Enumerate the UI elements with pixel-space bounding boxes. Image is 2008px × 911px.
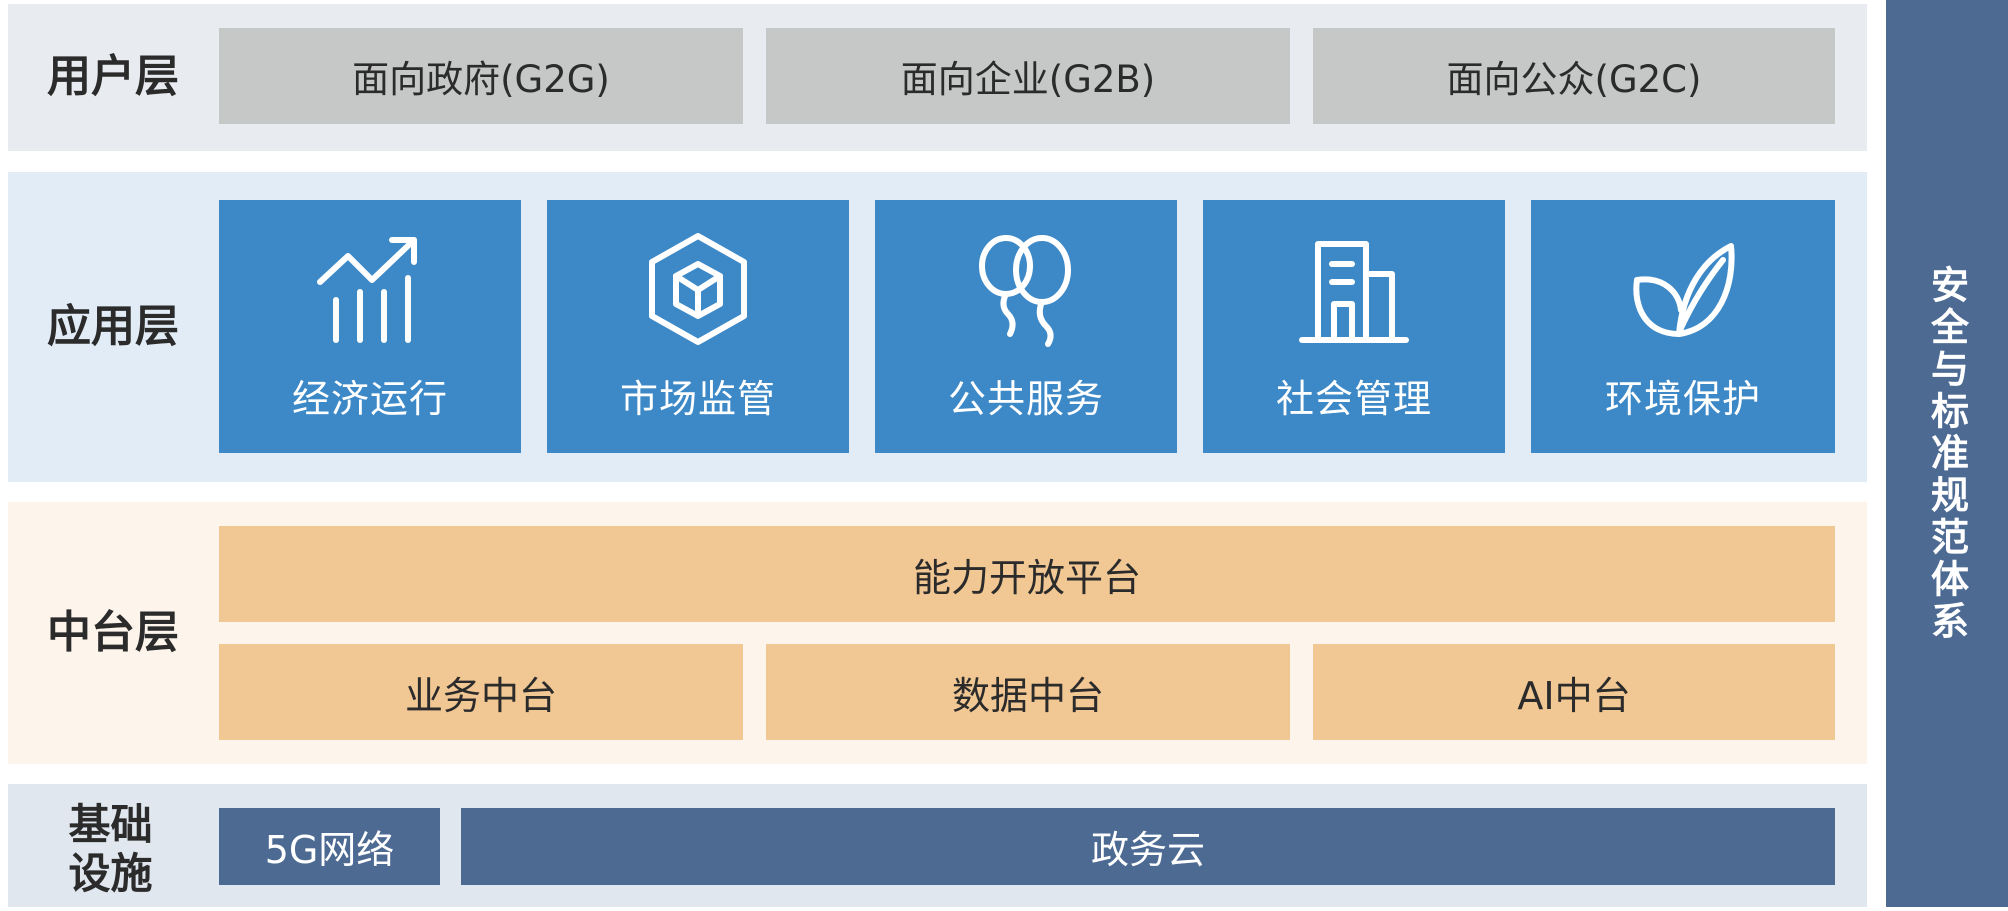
bar-chart-trend-icon (317, 237, 417, 343)
ai-middle-platform: AI中台 (1313, 644, 1835, 740)
government-cloud-box: 政务云 (461, 808, 1835, 885)
tile-public-service: 公共服务 (875, 200, 1177, 453)
leaf-icon (1633, 243, 1735, 337)
middle-layer-band: 中台层 能力开放平台 业务中台 数据中台 AI中台 (8, 502, 1867, 764)
user-layer-label: 用户层 (47, 51, 179, 103)
tile-label-economic: 经济运行 (291, 377, 448, 421)
security-standards-label: 安全与标准规范体系 (1924, 264, 1969, 643)
tile-label-public: 公共服务 (947, 377, 1104, 421)
g2c-box: 面向公众(G2C) (1313, 28, 1835, 124)
hexagon-cube-icon (649, 233, 747, 345)
tile-environmental-protection: 环境保护 (1531, 200, 1835, 453)
balloons-icon (979, 235, 1071, 347)
user-layer-band: 用户层 面向政府(G2G) 面向企业(G2B) 面向公众(G2C) (8, 4, 1867, 151)
tile-label-social: 社会管理 (1275, 377, 1432, 421)
tile-market-supervision: 市场监管 (547, 200, 849, 453)
g2g-box: 面向政府(G2G) (219, 28, 743, 124)
g2b-box: 面向企业(G2B) (766, 28, 1290, 124)
capability-open-platform: 能力开放平台 (219, 526, 1835, 622)
5g-network-box: 5G网络 (219, 808, 440, 885)
tile-label-market: 市场监管 (619, 377, 776, 421)
tile-label-environment: 环境保护 (1604, 377, 1761, 421)
base-layer-label: 基础设施 (8, 784, 213, 911)
business-middle-platform: 业务中台 (219, 644, 743, 740)
application-layer-band: 应用层 经济运行 市场监管 (8, 172, 1867, 482)
tile-social-management: 社会管理 (1203, 200, 1505, 453)
building-icon (1299, 241, 1409, 343)
base-layer-label-text: 基础设施 (68, 800, 153, 898)
data-middle-platform: 数据中台 (766, 644, 1290, 740)
security-standards-panel: 安全与标准规范体系 (1886, 0, 2008, 907)
base-layer-band: 基础设施 5G网络 政务云 (8, 784, 1867, 907)
middle-layer-label: 中台层 (47, 606, 179, 658)
application-layer-label: 应用层 (47, 300, 179, 352)
tile-economic-operation: 经济运行 (219, 200, 521, 453)
